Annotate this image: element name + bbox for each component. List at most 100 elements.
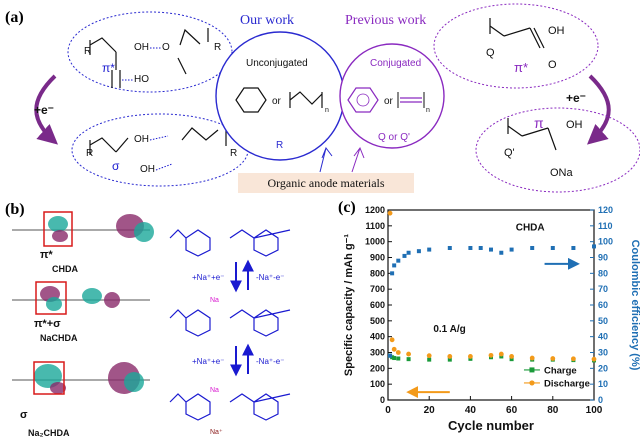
data-point-s0 (509, 357, 514, 362)
plus-e-right: +e⁻ (566, 91, 586, 105)
oh-label-3: OH (140, 164, 155, 175)
x-axis-label: Cycle number (448, 418, 534, 433)
anode-box (238, 173, 414, 193)
benzene-ring-icon (356, 93, 370, 107)
conjugated-ellipse-top (433, 3, 599, 89)
legend-label: Charge (544, 365, 577, 376)
q-or-q-label: Q or Q' (378, 132, 410, 143)
data-point-s1 (391, 346, 397, 352)
data-point-s2 (416, 249, 421, 254)
y2-tick-label: 20 (598, 363, 608, 373)
data-point-s2 (388, 353, 393, 358)
y-tick-label: 700 (370, 284, 385, 294)
hollow-arrow-left (319, 146, 333, 173)
x-tick-label: 0 (385, 405, 391, 416)
molecule-name-3: Na₂CHDA (28, 428, 70, 438)
r-label-3: R (86, 148, 93, 159)
y-tick-label: 100 (370, 379, 385, 389)
data-point-s2 (478, 246, 483, 250)
data-point-s1 (447, 354, 453, 359)
data-point-s2 (509, 247, 514, 252)
polyacetylene-icon (400, 97, 422, 103)
data-point-s2 (406, 250, 411, 255)
y2-tick-label: 90 (598, 253, 608, 263)
y2-tick-label: 70 (598, 284, 608, 294)
data-point-s2 (427, 247, 432, 252)
x-tick-label: 80 (547, 405, 559, 416)
x-tick-label: 40 (465, 405, 477, 416)
y-tick-label: 600 (370, 300, 385, 310)
legend-label: Discharge (544, 378, 590, 389)
material-annotation: CHDA (516, 223, 545, 234)
conjugated-structure-top (489, 18, 545, 49)
y-tick-label: 1000 (365, 237, 385, 247)
panel-c-label: (c) (338, 199, 356, 216)
y2-tick-label: 60 (598, 300, 608, 310)
data-point-s1 (468, 354, 473, 359)
data-point-s2 (571, 246, 576, 250)
data-point-s1 (488, 352, 494, 358)
data-point-s2 (489, 247, 493, 252)
orbital-label-1: π* (40, 249, 53, 261)
na-label-1: Na (210, 297, 219, 304)
our-work-title: Our work (240, 13, 294, 28)
y2-tick-label: 110 (598, 221, 613, 231)
data-point-s1 (498, 351, 504, 357)
y2-tick-label: 30 (598, 348, 608, 358)
reverse-step-2: -Na⁺-e⁻ (256, 357, 284, 366)
o-label-2: O (548, 59, 557, 71)
data-point-s1 (406, 351, 411, 357)
r-center-label: R (276, 140, 283, 151)
data-point-s2 (402, 253, 407, 258)
rate-annotation: 0.1 A/g (433, 324, 465, 335)
data-point-s0 (427, 357, 432, 362)
scheme-structures (169, 229, 291, 421)
alkyl-chain-icon (289, 91, 323, 108)
molecule-chda: π* CHDA (12, 211, 154, 274)
y-tick-label: 1200 (365, 205, 385, 215)
dimer-structure-top (89, 28, 209, 88)
y2-tick-label: 80 (598, 268, 608, 278)
panel-b-label: (b) (5, 201, 25, 218)
data-point-s2 (592, 244, 596, 249)
pi-label: π (534, 115, 544, 131)
panel-a-label: (a) (5, 9, 24, 26)
oh-label-2: OH (134, 134, 149, 145)
dimer-ellipse-top (67, 11, 233, 93)
data-point-s2 (396, 258, 401, 263)
or-label-1: or (272, 96, 282, 107)
data-point-s2 (499, 250, 504, 255)
data-point-s0 (390, 355, 395, 360)
conjugated-label: Conjugated (370, 58, 421, 69)
forward-step-1: +Na⁺+e⁻ (192, 273, 224, 282)
data-point-s1 (571, 356, 576, 362)
y-tick-label: 800 (370, 268, 385, 278)
conjugated-circle (339, 43, 445, 149)
anode-label: Organic anode materials (267, 176, 384, 190)
y2-axis-label: Coulombic efficiency (%) (629, 240, 640, 371)
y2-tick-label: 100 (598, 237, 613, 247)
pi-star-label: π* (102, 61, 115, 75)
sigma-label: σ (112, 159, 120, 173)
hbond-4 (155, 163, 173, 171)
data-point-s1 (591, 356, 597, 362)
y-axis-label: Specific capacity / mAh g⁻¹ (343, 234, 355, 376)
conjugated-ellipse-bottom (475, 107, 640, 193)
r-label: R (84, 46, 91, 57)
legend-marker (529, 367, 535, 373)
x-tick-label: 60 (506, 405, 518, 416)
oh-label-4: OH (548, 25, 565, 37)
y2-tick-label: 0 (598, 395, 603, 405)
y-tick-label: 500 (370, 316, 385, 326)
y-tick-label: 400 (370, 332, 385, 342)
hollow-arrow-right (351, 146, 365, 173)
oh-label: OH (134, 42, 149, 53)
y2-tick-label: 50 (598, 316, 608, 326)
q-label: Q (486, 47, 495, 59)
molecule-name-2: NaCHDA (40, 333, 78, 343)
data-point-s1 (387, 210, 393, 216)
n-subscript-2: n (426, 107, 430, 114)
